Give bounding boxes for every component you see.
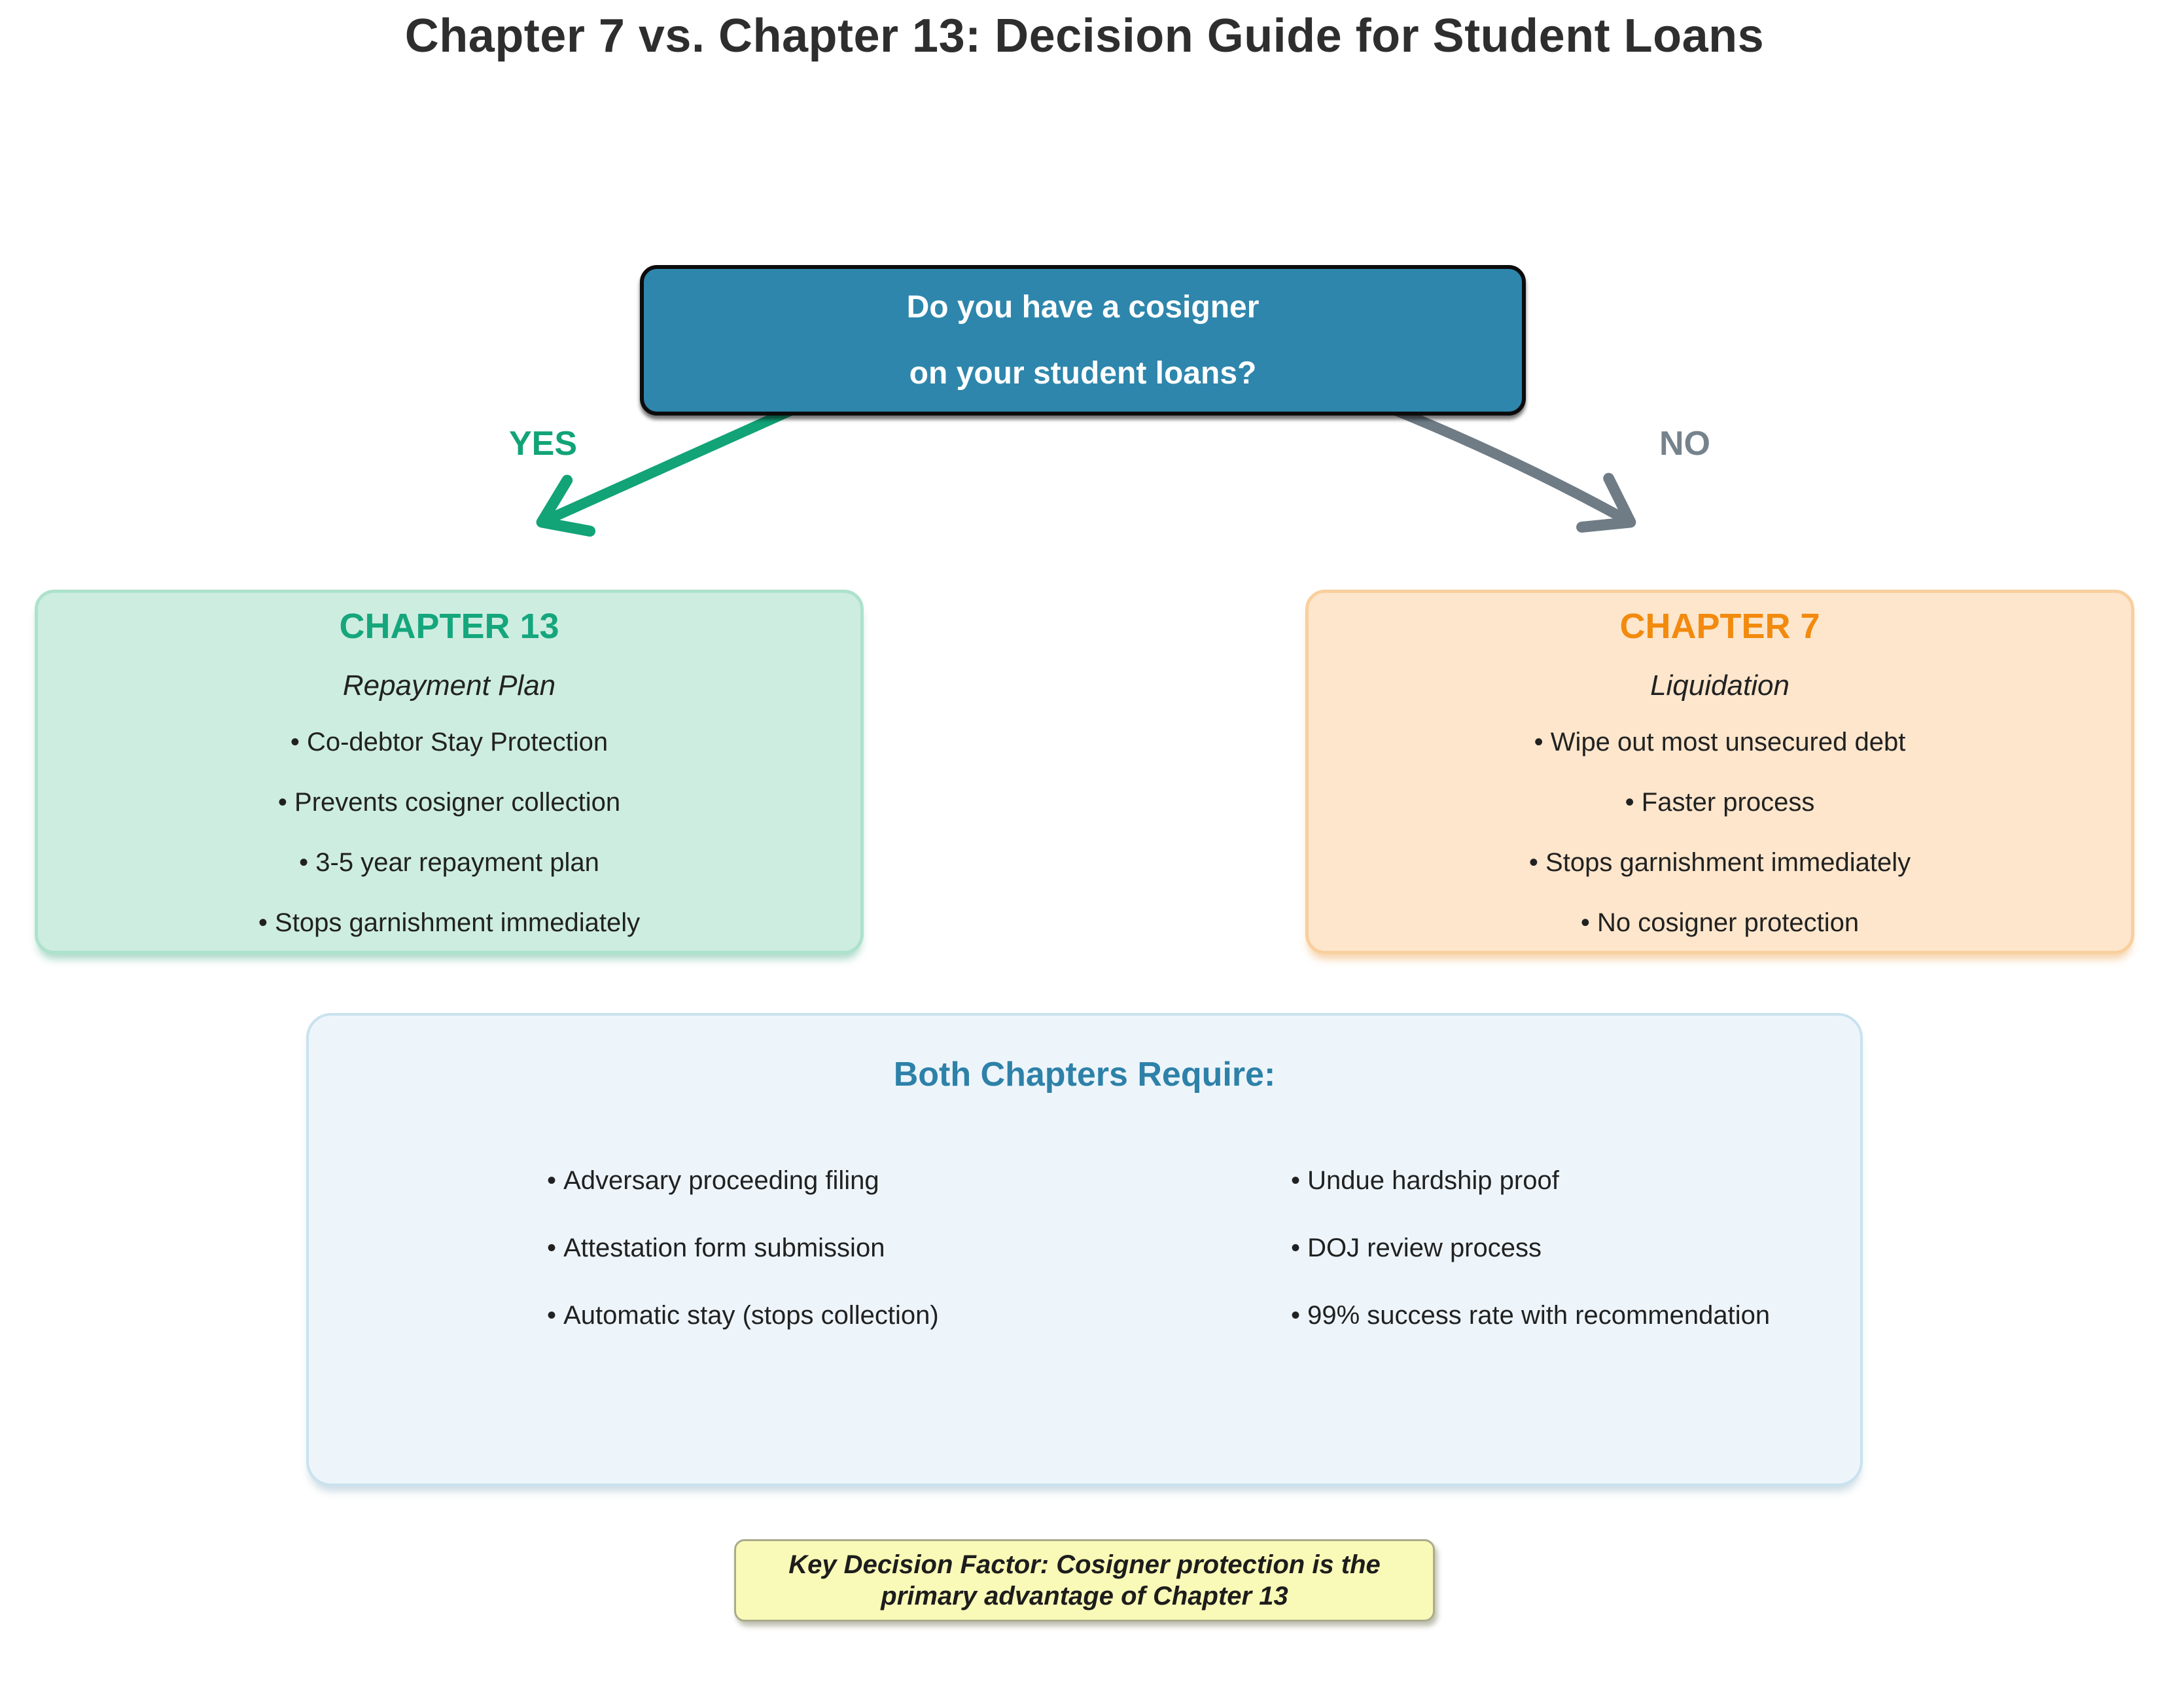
bullet-item: 3-5 year repayment plan	[38, 849, 860, 876]
key-decision-note: Key Decision Factor: Cosigner protection…	[734, 1539, 1435, 1622]
bullet-item: Adversary proceeding filing	[547, 1167, 1291, 1194]
bullet-item: Stops garnishment immediately	[38, 910, 860, 936]
both-chapters-columns: Adversary proceeding filing Attestation …	[309, 1167, 1860, 1370]
yes-arrow	[536, 391, 827, 537]
decision-node: Do you have a cosigner on your student l…	[640, 265, 1526, 416]
both-chapters-panel: Both Chapters Require: Adversary proceed…	[306, 1013, 1863, 1486]
both-left-list: Adversary proceeding filing Attestation …	[547, 1167, 1291, 1370]
chapter13-subtitle: Repayment Plan	[342, 669, 556, 702]
bullet-item: Stops garnishment immediately	[1309, 849, 2131, 876]
chapter7-subtitle: Liquidation	[1650, 669, 1790, 702]
bullet-item: Undue hardship proof	[1291, 1167, 1860, 1194]
bullet-item: Wipe out most unsecured debt	[1309, 729, 2131, 755]
bullet-item: No cosigner protection	[1309, 910, 2131, 936]
bullet-item: Co-debtor Stay Protection	[38, 729, 860, 755]
chapter13-title: CHAPTER 13	[339, 607, 559, 646]
both-right-list: Undue hardship proof DOJ review process …	[1291, 1167, 1860, 1370]
decision-question-line2: on your student loans?	[909, 356, 1257, 391]
chapter13-bullet-list: Co-debtor Stay Protection Prevents cosig…	[38, 729, 860, 936]
bullet-item: DOJ review process	[1291, 1235, 1860, 1261]
bullet-item: Prevents cosigner collection	[38, 789, 860, 815]
bullet-item: Automatic stay (stops collection)	[547, 1302, 1291, 1328]
bullet-item: 99% success rate with recommendation	[1291, 1302, 1860, 1328]
yes-label: YES	[508, 425, 578, 463]
chapter7-bullet-list: Wipe out most unsecured debt Faster proc…	[1309, 729, 2131, 936]
chapter7-title: CHAPTER 7	[1619, 607, 1820, 646]
page-title: Chapter 7 vs. Chapter 13: Decision Guide…	[404, 10, 1765, 62]
decision-question-line1: Do you have a cosigner	[906, 290, 1260, 325]
chapter13-panel: CHAPTER 13 Repayment Plan Co-debtor Stay…	[35, 590, 864, 954]
bullet-item: Faster process	[1309, 789, 2131, 815]
no-label: NO	[1659, 425, 1710, 463]
both-chapters-title: Both Chapters Require:	[893, 1056, 1276, 1094]
no-arrow	[1362, 394, 1636, 533]
bullet-item: Attestation form submission	[547, 1235, 1291, 1261]
chapter7-panel: CHAPTER 7 Liquidation Wipe out most unse…	[1305, 590, 2134, 954]
